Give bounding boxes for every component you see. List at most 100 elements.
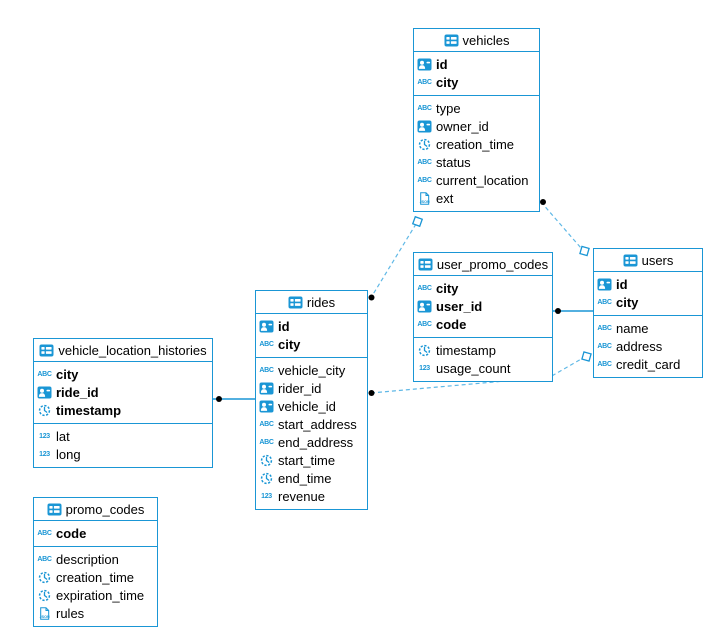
column-name: long [56, 446, 81, 462]
column-name: name [616, 320, 649, 336]
column-row[interactable]: rules [34, 604, 157, 622]
number-type-icon: 123 [419, 364, 430, 372]
column-row[interactable]: rider_id [256, 379, 367, 397]
column-row[interactable]: timestamp [414, 341, 552, 359]
column-row[interactable]: timestamp [34, 401, 212, 419]
column-row[interactable]: 123 lat [34, 427, 212, 445]
relation-rides-users[interactable] [368, 351, 592, 396]
column-row[interactable]: owner_id [414, 117, 539, 135]
table-name: vehicles [462, 32, 510, 48]
column-name: revenue [278, 488, 325, 504]
column-row[interactable]: end_time [256, 469, 367, 487]
number-type-icon: 123 [261, 492, 272, 500]
table-vehicles[interactable]: vehicles id ABC city ABC type owner_id [413, 28, 540, 212]
table-users[interactable]: users id ABC city ABC name ABC address A… [593, 248, 703, 378]
timestamp-type-icon [37, 404, 52, 417]
table-name: user_promo_codes [436, 256, 549, 272]
column-name: user_id [436, 298, 483, 314]
uuid-type-icon [259, 320, 274, 333]
string-type-icon: ABC [37, 555, 52, 563]
column-name: timestamp [56, 402, 122, 418]
uuid-type-icon [417, 120, 432, 133]
key-columns-section: ABC city ride_id timestamp [34, 362, 212, 423]
column-row[interactable]: id [594, 275, 702, 293]
column-row[interactable]: ABC type [414, 99, 539, 117]
column-name: id [278, 318, 290, 334]
table-header[interactable]: vehicles [414, 29, 539, 52]
column-row[interactable]: 123 usage_count [414, 359, 552, 377]
column-row[interactable]: ABC vehicle_city [256, 361, 367, 379]
column-row[interactable]: expiration_time [34, 586, 157, 604]
column-name: lat [56, 428, 70, 444]
column-row[interactable]: ABC city [414, 279, 552, 297]
table-icon [39, 344, 54, 357]
timestamp-type-icon [417, 138, 432, 151]
column-row[interactable]: ABC name [594, 319, 702, 337]
column-row[interactable]: ABC current_location [414, 171, 539, 189]
column-row[interactable]: 123 revenue [256, 487, 367, 505]
column-row[interactable]: ABC code [34, 524, 157, 542]
table-header[interactable]: promo_codes [34, 498, 157, 521]
column-row[interactable]: ABC description [34, 550, 157, 568]
column-row[interactable]: start_time [256, 451, 367, 469]
timestamp-type-icon [259, 454, 274, 467]
json-type-icon [417, 192, 432, 205]
column-name: code [56, 525, 87, 541]
table-icon [47, 503, 62, 516]
column-row[interactable]: id [256, 317, 367, 335]
table-icon [288, 296, 303, 309]
relation-vehicles-users[interactable] [540, 199, 590, 257]
column-row[interactable]: id [414, 55, 539, 73]
column-row[interactable]: ABC city [414, 73, 539, 91]
table-name: users [641, 252, 674, 268]
column-row[interactable]: ABC start_address [256, 415, 367, 433]
column-name: start_time [278, 452, 336, 468]
column-row[interactable]: creation_time [414, 135, 539, 153]
string-type-icon: ABC [37, 370, 52, 378]
string-type-icon: ABC [37, 529, 52, 537]
column-name: status [436, 154, 471, 170]
column-name: rules [56, 605, 85, 621]
column-row[interactable]: ABC address [594, 337, 702, 355]
string-type-icon: ABC [597, 324, 612, 332]
column-row[interactable]: 123 long [34, 445, 212, 463]
column-row[interactable]: ABC city [34, 365, 212, 383]
relation-user_promo_codes-users[interactable] [553, 308, 593, 314]
table-vehicle_location_histories[interactable]: vehicle_location_histories ABC city ride… [33, 338, 213, 468]
column-row[interactable]: ABC end_address [256, 433, 367, 451]
column-row[interactable]: ride_id [34, 383, 212, 401]
column-row[interactable]: ABC city [256, 335, 367, 353]
column-row[interactable]: vehicle_id [256, 397, 367, 415]
column-row[interactable]: ext [414, 189, 539, 207]
uuid-type-icon [597, 278, 612, 291]
column-name: address [616, 338, 663, 354]
column-row[interactable]: ABC status [414, 153, 539, 171]
table-header[interactable]: user_promo_codes [414, 253, 552, 276]
table-header[interactable]: rides [256, 291, 367, 314]
timestamp-type-icon [417, 344, 432, 357]
table-rides[interactable]: rides id ABC city ABC vehicle_city rider… [255, 290, 368, 510]
table-user_promo_codes[interactable]: user_promo_codes ABC city user_id ABC co… [413, 252, 553, 382]
column-name: vehicle_city [278, 362, 346, 378]
column-name: end_address [278, 434, 354, 450]
relation-rides-vehicles[interactable] [368, 215, 424, 301]
column-row[interactable]: creation_time [34, 568, 157, 586]
number-type-icon: 123 [39, 450, 50, 458]
relation-endpoint-diamond [411, 215, 424, 228]
relation-vehicle_location_histories-rides[interactable] [213, 396, 255, 402]
column-row[interactable]: ABC city [594, 293, 702, 311]
timestamp-type-icon [259, 472, 274, 485]
column-row[interactable]: ABC code [414, 315, 552, 333]
column-name: id [616, 276, 628, 292]
column-row[interactable]: ABC credit_card [594, 355, 702, 373]
key-columns-section: id ABC city [414, 52, 539, 95]
column-name: vehicle_id [278, 398, 336, 414]
table-name: promo_codes [65, 501, 145, 517]
table-header[interactable]: vehicle_location_histories [34, 339, 212, 362]
table-header[interactable]: users [594, 249, 702, 272]
column-row[interactable]: user_id [414, 297, 552, 315]
string-type-icon: ABC [417, 176, 432, 184]
table-promo_codes[interactable]: promo_codes ABC code ABC description cre… [33, 497, 158, 627]
uuid-type-icon [259, 400, 274, 413]
